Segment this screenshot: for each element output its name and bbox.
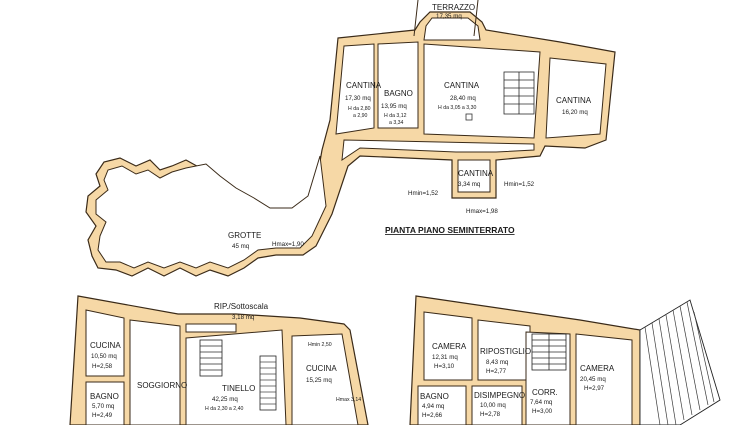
bagno-left-room [85,381,125,425]
bagno-right-room [417,385,467,425]
cantina-2-room [423,43,541,139]
ripostiglio-label: RIPOSTIGLIO [480,347,531,356]
terrazzo-post [473,0,479,37]
seminterrato-plan [85,0,616,277]
corr-room [525,331,571,425]
cucina-b-hmax: Hmax 3,14 [336,397,361,403]
tinello-area: 42,25 mq [212,396,238,403]
cantina-1-label: CANTINA [346,81,382,90]
stair-right-plan [531,333,567,371]
bagno-right-label: BAGNO [420,392,449,401]
cantina-1-h1: H da 2,80 [348,106,371,112]
bagno-area: 13,95 mq [381,103,407,110]
column [465,113,473,121]
disimpegno-label: DISIMPEGNO [474,391,525,400]
stair-left-plan [259,355,277,411]
rip-area: 3,18 mq [232,314,255,321]
cantina-3-room [545,57,607,139]
camera-a-area: 12,31 mq [432,354,458,361]
grotte-hmax: Hmax=1,90 [272,241,304,248]
grotte-room [95,155,327,269]
corr-area: 7,64 mq [530,399,553,406]
cantina-4-hmin-right: Hmin=1,52 [504,181,535,188]
bagno-right-h: H=2,66 [422,412,443,419]
cantina-4-label: CANTINA [458,169,494,178]
left-floor-plan [69,295,369,425]
cucina-b-label: CUCINA [306,364,337,373]
roof-ramp [639,299,721,425]
stair-seminterrato [503,71,535,115]
cucina-a-area: 10,50 mq [91,353,117,360]
camera-a-label: CAMERA [432,342,467,351]
grotte-label: GROTTE [228,231,261,240]
disimpegno-room [471,385,523,425]
cucina-a-h: H=2,58 [92,363,113,370]
corr-h: H=3,00 [532,408,553,415]
corr-label: CORR. [532,388,558,397]
cantina-3-label: CANTINA [556,96,592,105]
bagno-left-area: 5,70 mq [92,403,115,410]
soggiorno-label: SOGGIORNO [137,381,187,390]
camera-a-h: H=3,10 [434,363,455,370]
cantina-4-hmin-left: Hmin=1,52 [408,190,439,197]
cantina-3-area: 16,20 mq [562,109,588,116]
camera-a-room [423,311,473,381]
bagno-room [377,41,419,129]
cantina-1-area: 17,30 mq [345,95,371,102]
rip-room [185,323,237,333]
soggiorno-room [129,319,181,425]
cucina-b-hmin: Hmin 2,50 [308,342,332,348]
stair-rip [199,339,223,377]
cucina-a-room [85,309,125,377]
cantina-2-area: 28,40 mq [450,95,476,102]
bagno-h2: a 3,34 [389,120,404,126]
tinello-label: TINELLO [222,384,255,393]
cantina-2-label: CANTINA [444,81,480,90]
disimpegno-area: 10,00 mq [480,402,506,409]
cantina-4-area: 3,34 mq [458,181,481,188]
cantina-4-room [457,159,491,193]
ripostiglio-area: 8,43 mq [486,359,509,366]
cantina-2-h: H da 3,05 a 3,30 [438,105,476,111]
right-floor-plan [409,295,721,425]
bagno-left-label: BAGNO [90,392,119,401]
terrazzo-post [413,0,419,37]
tinello-h: H da 2,30 a 2,40 [205,406,243,412]
bagno-left-h: H=2,49 [92,412,113,419]
cantina-4-hmax: Hmax=1,98 [466,208,498,215]
corridor-room [341,139,535,162]
cucina-b-area: 15,25 mq [306,377,332,384]
bagno-right-area: 4,94 mq [422,403,445,410]
disimpegno-h: H=2,78 [480,411,501,418]
camera-b-h: H=2,97 [584,385,605,392]
bagno-h1: H da 3,12 [384,113,407,119]
cantina-1-h2: a 2,90 [353,113,368,119]
bagno-label: BAGNO [384,89,413,98]
cucina-a-label: CUCINA [90,341,121,350]
cucina-b-room [291,333,359,425]
camera-b-label: CAMERA [580,364,615,373]
terrazzo [423,17,481,41]
ripostiglio-h: H=2,77 [486,368,507,375]
grotte-area: 45 mq [232,243,250,250]
rip-label: RIP./Sottoscala [214,302,269,311]
camera-b-room [575,333,633,425]
terrazzo-area: 17,35 mq [436,13,462,20]
camera-b-area: 20,45 mq [580,376,606,383]
plan-title: PIANTA PIANO SEMINTERRATO [385,225,515,235]
cantina-1-room [335,43,375,135]
terrazzo-label: TERRAZZO [432,3,475,12]
